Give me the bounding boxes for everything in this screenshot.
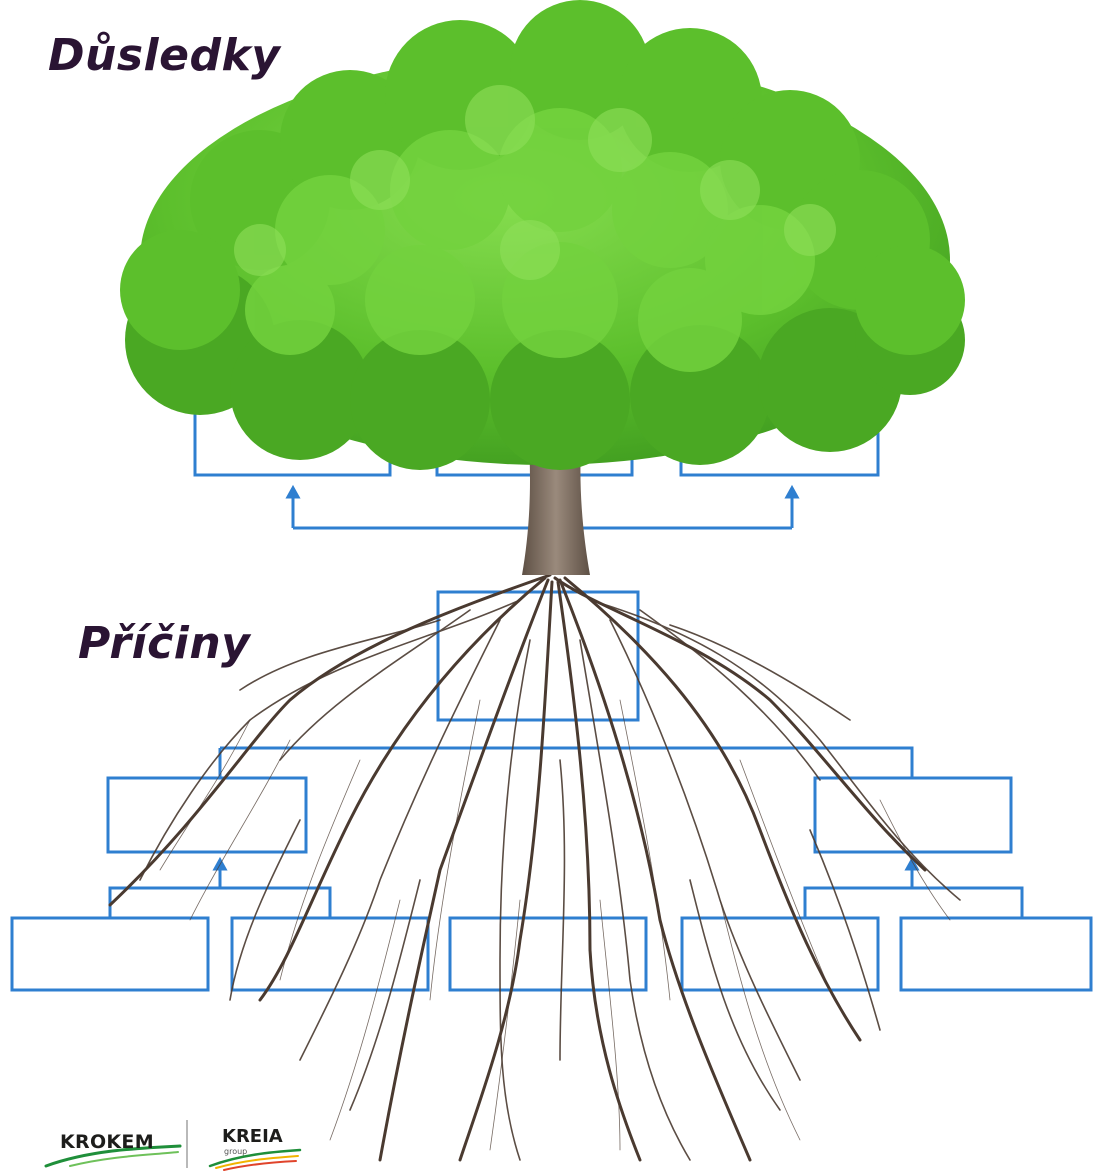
effects-heading: Důsledky: [48, 30, 280, 81]
effect-arrow-right-icon: [787, 488, 797, 497]
cause-box-mid-right[interactable]: [815, 778, 1011, 852]
cause-box-bottom-5[interactable]: [901, 918, 1091, 990]
krokem-logo: KROKEM: [60, 1131, 154, 1153]
kreia-logo: KREIA: [222, 1126, 283, 1147]
cause-box-bottom-3[interactable]: [450, 918, 646, 990]
cause-box-bottom-1[interactable]: [12, 918, 208, 990]
cause-connector-low-left: [110, 888, 330, 918]
kreia-logo-subtitle: group: [224, 1147, 247, 1156]
effect-arrow-left-icon: [288, 488, 298, 497]
logo-divider: [186, 1120, 188, 1168]
cause-connector-low-right: [805, 888, 1022, 918]
cause-box-mid-left[interactable]: [108, 778, 306, 852]
cause-box-bottom-2[interactable]: [232, 918, 428, 990]
cause-up-arrow-right-icon: [907, 860, 917, 888]
causes-heading: Příčiny: [78, 618, 250, 669]
